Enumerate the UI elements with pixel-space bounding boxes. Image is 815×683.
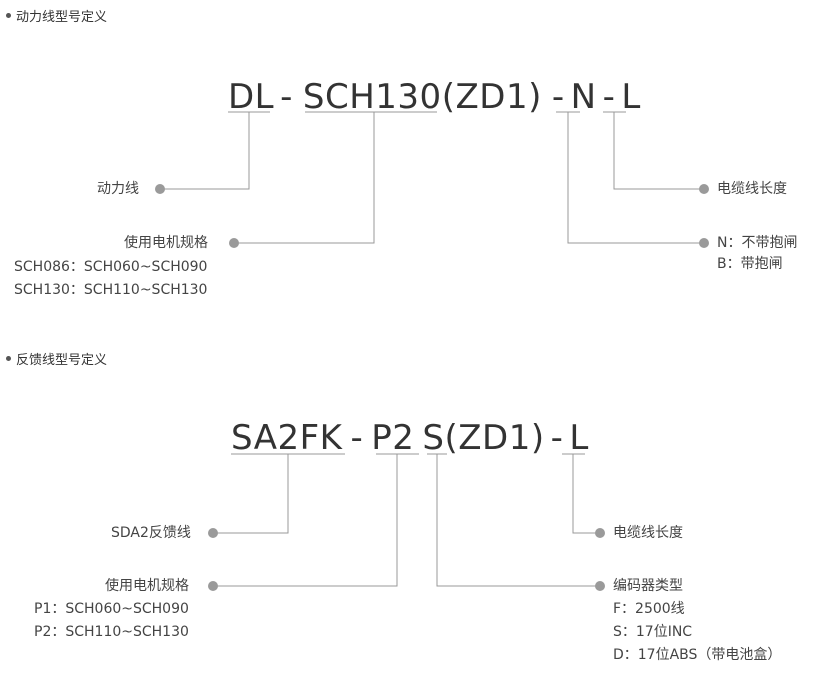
fb-model-option: P2：SCH110~SCH130	[34, 624, 189, 640]
code-length: L	[569, 418, 589, 458]
power-model-option: SCH130：SCH110~SCH130	[14, 282, 208, 298]
bullet-icon	[6, 13, 11, 18]
label-power-prefix: 动力线	[97, 181, 139, 197]
label-fb-prefix: SDA2反馈线	[111, 525, 191, 541]
connector-model	[236, 112, 375, 244]
label-fb-encoder: 编码器类型	[613, 578, 683, 594]
code-dash: -	[550, 418, 564, 458]
fb-encoder-option: S：17位INC	[613, 624, 693, 640]
dot-fb-model	[208, 581, 218, 591]
connector-brake	[567, 112, 702, 244]
label-fb-length: 电缆线长度	[613, 525, 683, 541]
dot-length	[699, 184, 709, 194]
code-prefix: DL	[228, 77, 275, 117]
feedback-section-title: 反馈线型号定义	[6, 349, 107, 368]
code-dash: -	[602, 77, 616, 117]
fb-model-option: P1：SCH060~SCH090	[34, 601, 189, 617]
connector-length	[613, 112, 702, 190]
label-power-length: 电缆线长度	[717, 181, 787, 197]
fb-encoder-option: F：2500线	[613, 601, 685, 617]
code-dash: -	[350, 418, 364, 458]
code-model: P2	[371, 418, 415, 458]
bullet-icon	[6, 356, 11, 361]
label-power-model: 使用电机规格	[124, 235, 208, 251]
dot-fb-encoder	[595, 581, 605, 591]
code-length: L	[621, 77, 641, 117]
dot-fb-length	[595, 528, 605, 538]
label-fb-model: 使用电机规格	[105, 578, 189, 594]
fb-encoder-option: D：17位ABS（带电池盒）	[613, 647, 782, 663]
code-dash: -	[280, 77, 293, 117]
code-dash: -	[551, 77, 565, 117]
power-model-code: DL-SCH130(ZD1)-N-L	[228, 80, 641, 114]
code-encoder: S	[422, 418, 445, 458]
connector-fb-model	[215, 454, 398, 587]
power-model-option: SCH086：SCH060~SCH090	[14, 259, 208, 275]
connector-prefix	[162, 112, 250, 190]
power-brake-option: N：不带抱闸	[717, 235, 798, 251]
code-variant: (ZD1)	[441, 77, 542, 117]
connector-fb-encoder	[436, 454, 598, 587]
connector-fb-prefix	[215, 454, 289, 534]
dot-prefix	[155, 184, 165, 194]
code-prefix: SA2FK	[231, 418, 343, 458]
power-title-text: 动力线型号定义	[16, 10, 108, 25]
dot-brake	[699, 238, 709, 248]
feedback-title-text: 反馈线型号定义	[16, 353, 108, 368]
power-section-title: 动力线型号定义	[6, 6, 107, 25]
power-brake-option: B：带抱闸	[717, 256, 783, 272]
dot-fb-prefix	[208, 528, 218, 538]
code-variant: (ZD1)	[444, 418, 545, 458]
code-model: SCH130	[302, 77, 442, 117]
dot-model	[229, 238, 239, 248]
connector-fb-length	[572, 454, 598, 534]
code-brake: N	[570, 77, 597, 117]
